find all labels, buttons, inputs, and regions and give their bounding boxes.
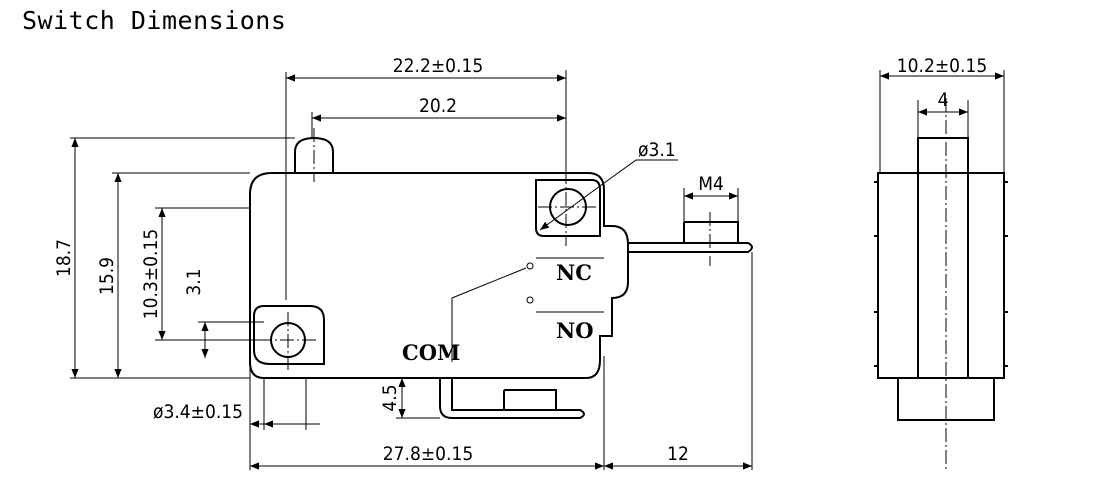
dim-hole-spacing: 10.3±0.15 (140, 229, 162, 319)
front-view (249, 98, 947, 470)
dim-pin-offset: 20.2 (419, 95, 457, 117)
dim-side-width: 10.2±0.15 (897, 55, 987, 77)
lever-nut (683, 221, 739, 243)
dim-thread: M4 (698, 173, 724, 195)
dim-left-hole-dia: ø3.4±0.15 (153, 401, 243, 423)
dim-lever-ext: 12 (667, 443, 689, 465)
left-mount-boss (253, 305, 325, 365)
nc-contact (526, 262, 534, 270)
dim-body-width: 27.8±0.15 (383, 443, 473, 465)
dim-hole-offset: 3.1 (183, 268, 205, 295)
label-nc: NC (556, 260, 592, 285)
contact-lever (451, 267, 527, 362)
side-body (877, 172, 1005, 379)
side-details (874, 181, 1008, 367)
dim-side-plunger: 4 (938, 89, 949, 111)
right-mount-boss (535, 179, 601, 237)
dimension-lines (70, 70, 1005, 470)
side-edges (917, 173, 969, 378)
contact-lines (536, 257, 604, 313)
no-contact (526, 296, 534, 304)
dim-body-height: 15.9 (96, 257, 118, 295)
dim-top-width: 22.2±0.15 (393, 55, 483, 77)
side-view (874, 137, 1008, 421)
bottom-terminal-tab (503, 389, 557, 410)
dim-hole-dia: ø3.1 (638, 139, 676, 161)
dim-terminal-drop: 4.5 (379, 384, 401, 411)
lever-terminal (628, 242, 753, 253)
side-terminal (897, 378, 995, 421)
diagram-title: Switch Dimensions (22, 6, 287, 35)
label-com: COM (402, 340, 460, 365)
side-plunger (917, 137, 969, 173)
bottom-terminal (439, 378, 585, 419)
label-no: NO (556, 318, 594, 343)
dim-overall-height: 18.7 (53, 239, 75, 277)
centerlines (258, 98, 947, 470)
